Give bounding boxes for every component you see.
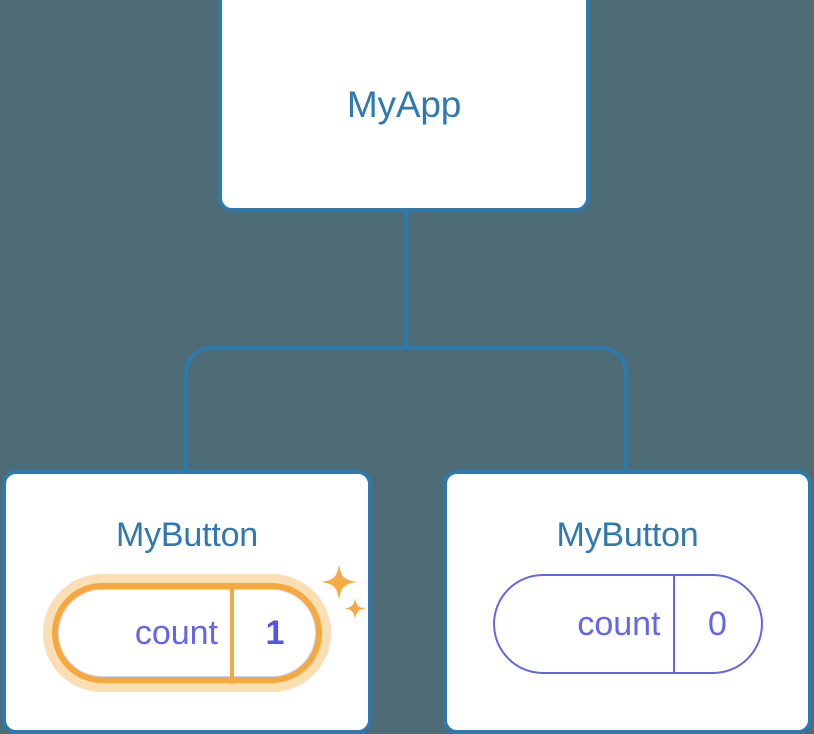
- state-key-label: count: [134, 614, 218, 652]
- state-pill[interactable]: count 1: [52, 583, 322, 683]
- component-node-title: MyButton: [556, 516, 699, 554]
- state-key-label: count: [577, 605, 661, 643]
- component-node-mybutton-right[interactable]: MyButton count 0: [443, 470, 812, 734]
- state-value: 0: [672, 576, 761, 672]
- component-node-title: MyApp: [346, 83, 462, 125]
- state-value: 1: [230, 589, 316, 677]
- component-node-myapp[interactable]: MyApp: [218, 0, 590, 212]
- component-node-body: MyButton count 1: [6, 474, 368, 730]
- state-pill-default[interactable]: count 0: [492, 574, 763, 674]
- state-pill-highlighted[interactable]: count 1: [43, 564, 366, 692]
- connector-branch-bus: [184, 346, 628, 472]
- component-node-mybutton-left[interactable]: MyButton count 1: [2, 470, 372, 734]
- state-pill[interactable]: count 0: [492, 574, 763, 674]
- sparkle-icon: [321, 564, 357, 600]
- component-node-body: MyButton count 0: [447, 474, 808, 730]
- sparkle-icon: [344, 598, 366, 619]
- component-node-title: MyButton: [115, 516, 259, 554]
